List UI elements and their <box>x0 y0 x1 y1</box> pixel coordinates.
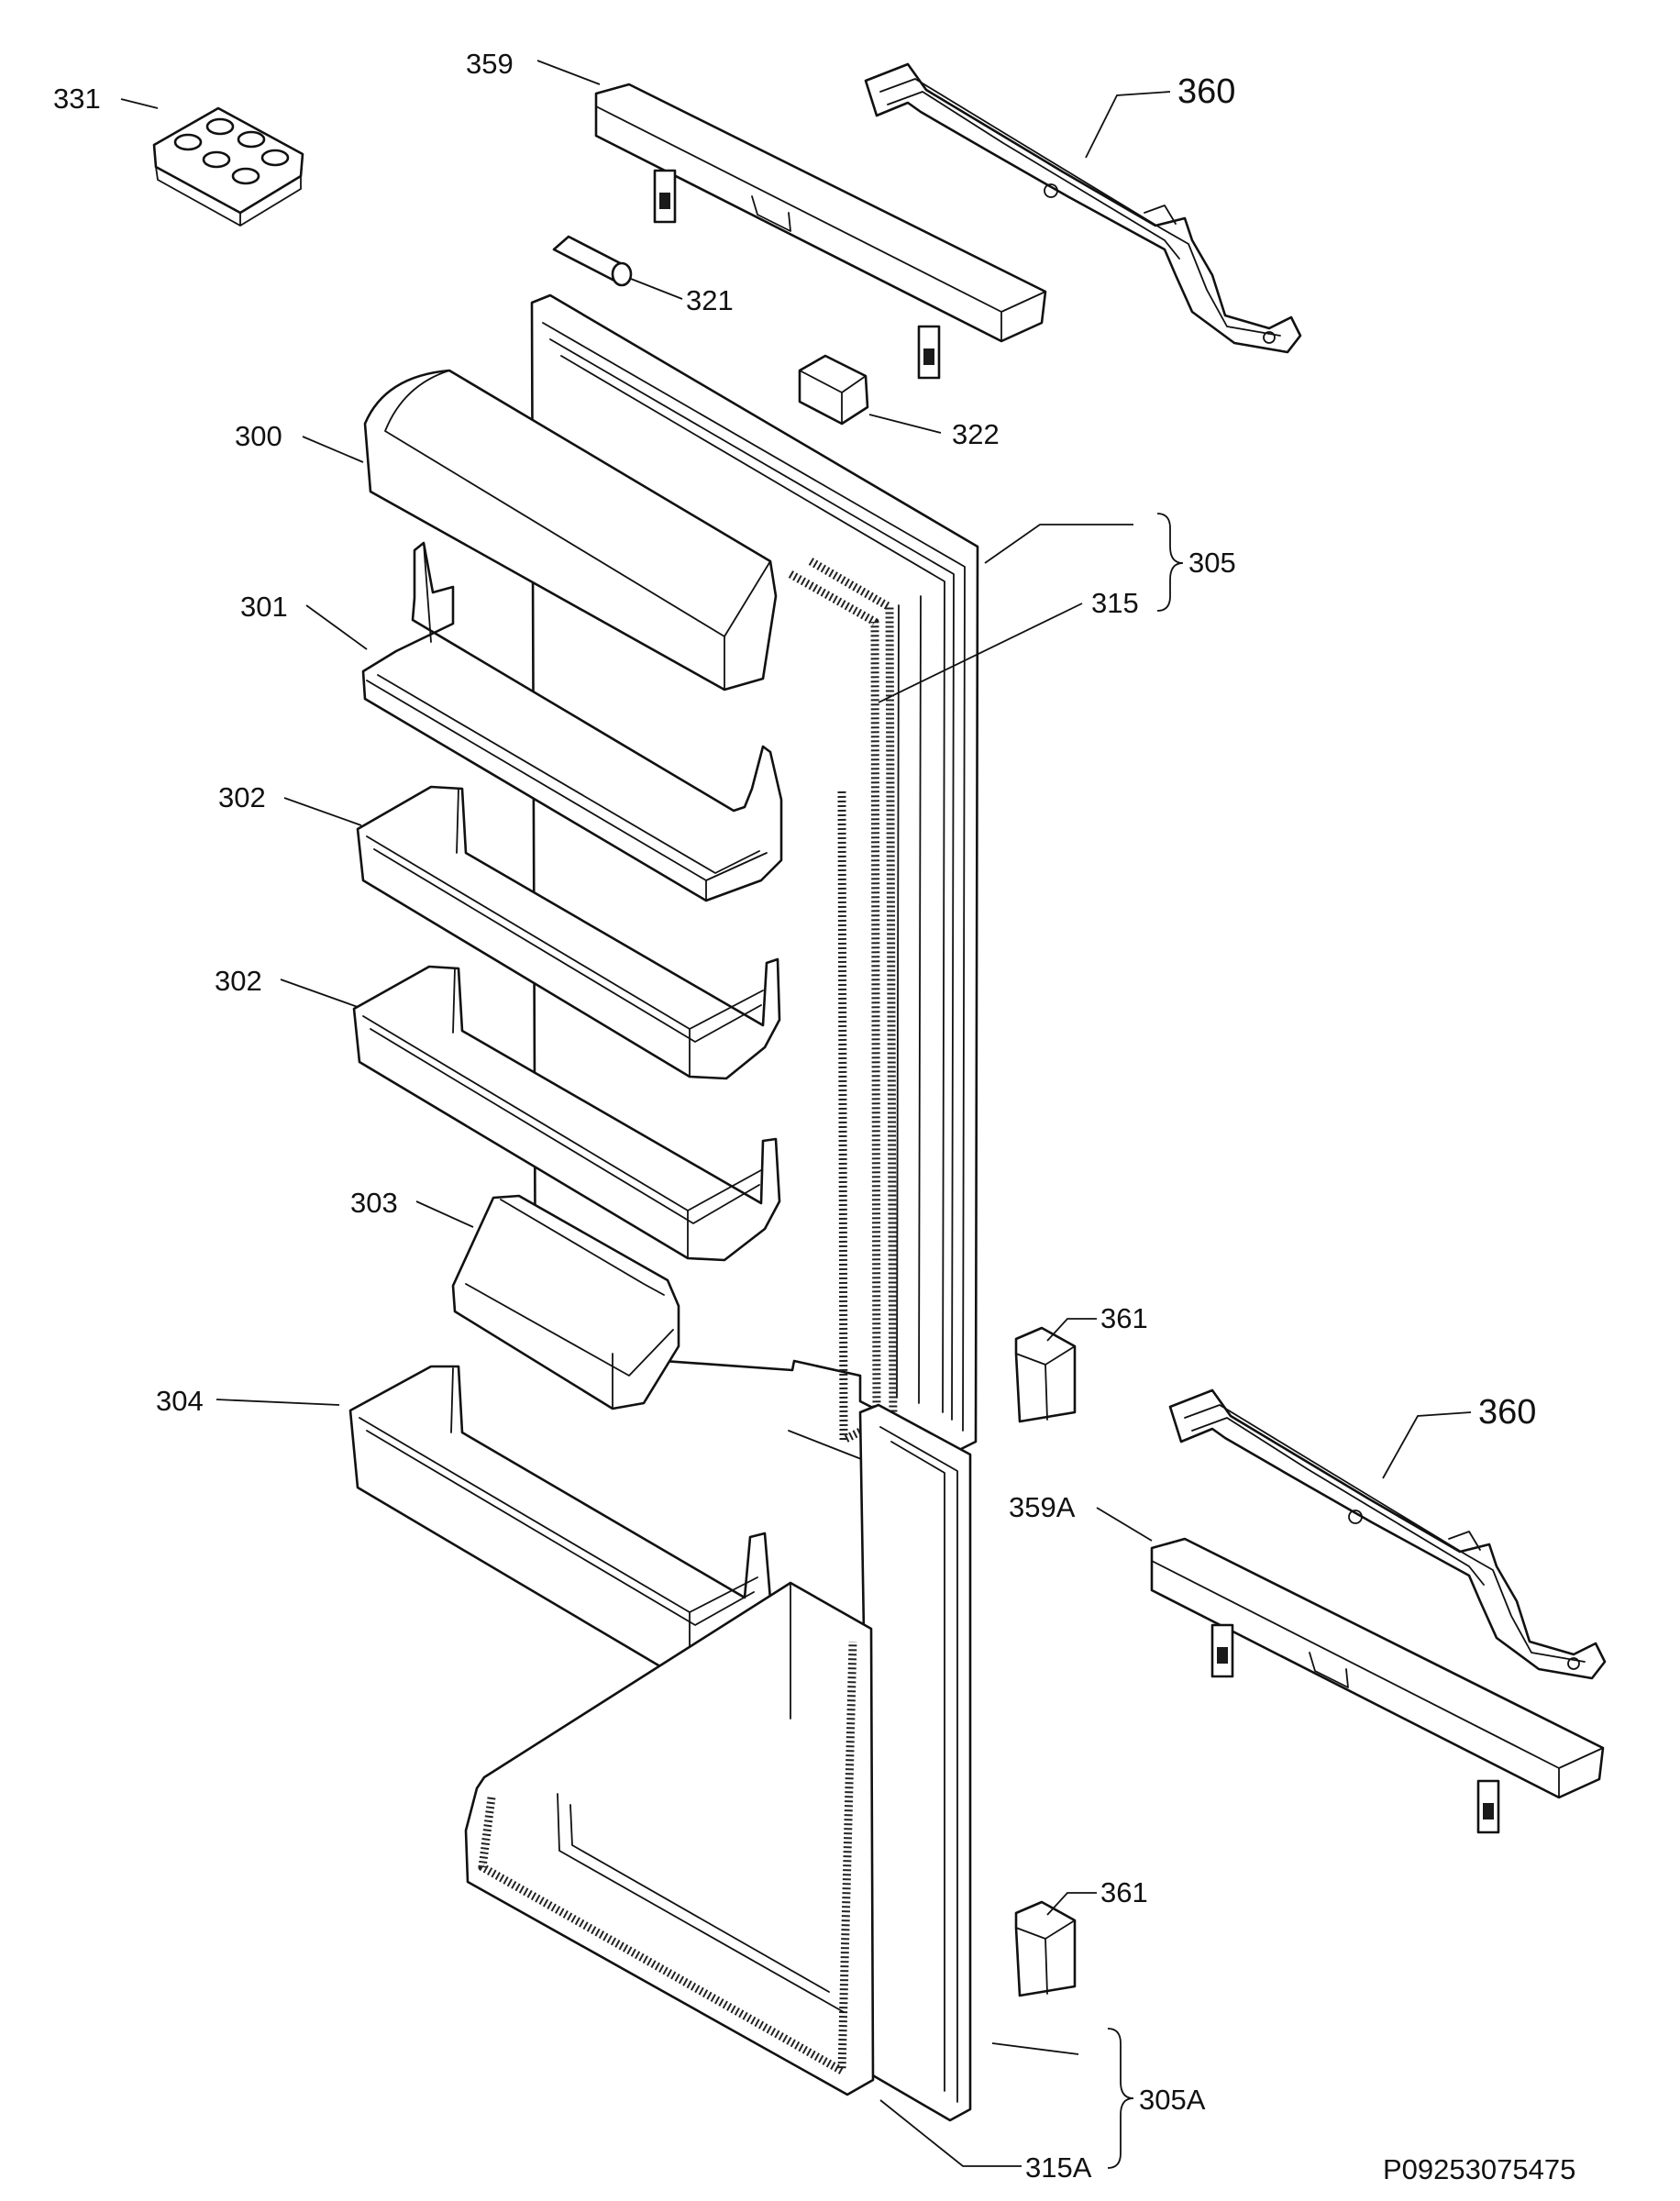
part-300-dairy-lid <box>363 369 778 691</box>
leader-301 <box>305 604 368 650</box>
leader-321 <box>630 278 683 300</box>
part-303-small-bin <box>451 1194 680 1410</box>
label-301: 301 <box>240 591 288 623</box>
leader-315 <box>878 603 1083 703</box>
part-315a-freezer-gasket <box>464 1581 875 2096</box>
part-302-door-shelf-upper <box>356 785 781 1080</box>
part-361-clip-lower <box>1014 1900 1077 1997</box>
part-360-bottom-hinge-bracket <box>1168 1388 1607 1680</box>
leader-303 <box>415 1200 474 1228</box>
part-360-top-hinge-bracket <box>864 62 1302 354</box>
leader-331 <box>120 98 159 109</box>
leader-361-a <box>1046 1318 1097 1342</box>
brace-305 <box>1156 513 1184 612</box>
leader-359a <box>1096 1507 1153 1542</box>
leader-359 <box>536 60 601 85</box>
leader-361-b <box>1046 1892 1097 1916</box>
leader-322 <box>868 414 942 434</box>
leader-300 <box>302 436 364 463</box>
part-302-door-shelf-lower <box>352 965 781 1262</box>
label-361-a: 361 <box>1100 1302 1148 1334</box>
leader-302-b <box>280 979 359 1008</box>
label-302-a: 302 <box>218 781 266 813</box>
label-361-b: 361 <box>1100 1876 1148 1908</box>
part-359-hinge-cover <box>594 83 1047 380</box>
part-322-block <box>798 354 869 426</box>
document-id: P09253075475 <box>1383 2153 1575 2185</box>
label-360-top: 360 <box>1177 72 1235 111</box>
label-315a: 315A <box>1025 2151 1092 2184</box>
leader-302-a <box>283 797 362 826</box>
part-301-door-shelf <box>361 541 783 902</box>
label-331: 331 <box>53 83 101 115</box>
label-359a: 359A <box>1009 1491 1076 1523</box>
part-321-pin <box>552 235 633 287</box>
label-322: 322 <box>952 418 1000 450</box>
leader-305-upper <box>984 524 1133 564</box>
part-361-clip-upper <box>1014 1326 1077 1423</box>
part-331-egg-tray <box>152 106 304 227</box>
label-302-b: 302 <box>215 965 262 997</box>
label-321: 321 <box>686 284 734 316</box>
label-305a: 305A <box>1139 2084 1206 2116</box>
label-315: 315 <box>1091 587 1139 619</box>
label-359: 359 <box>466 48 514 80</box>
part-359a-hinge-cover <box>1150 1537 1605 1834</box>
brace-305a <box>1107 2028 1134 2169</box>
label-360-bottom: 360 <box>1478 1393 1536 1432</box>
label-300: 300 <box>235 420 282 452</box>
label-304: 304 <box>156 1385 204 1417</box>
leader-305a <box>991 2042 1079 2055</box>
leader-304 <box>216 1399 340 1406</box>
leader-360-top <box>1085 91 1171 159</box>
label-303: 303 <box>350 1187 398 1219</box>
label-305: 305 <box>1188 547 1236 579</box>
leader-315a <box>879 2099 1022 2167</box>
leader-360-bottom <box>1382 1411 1472 1479</box>
